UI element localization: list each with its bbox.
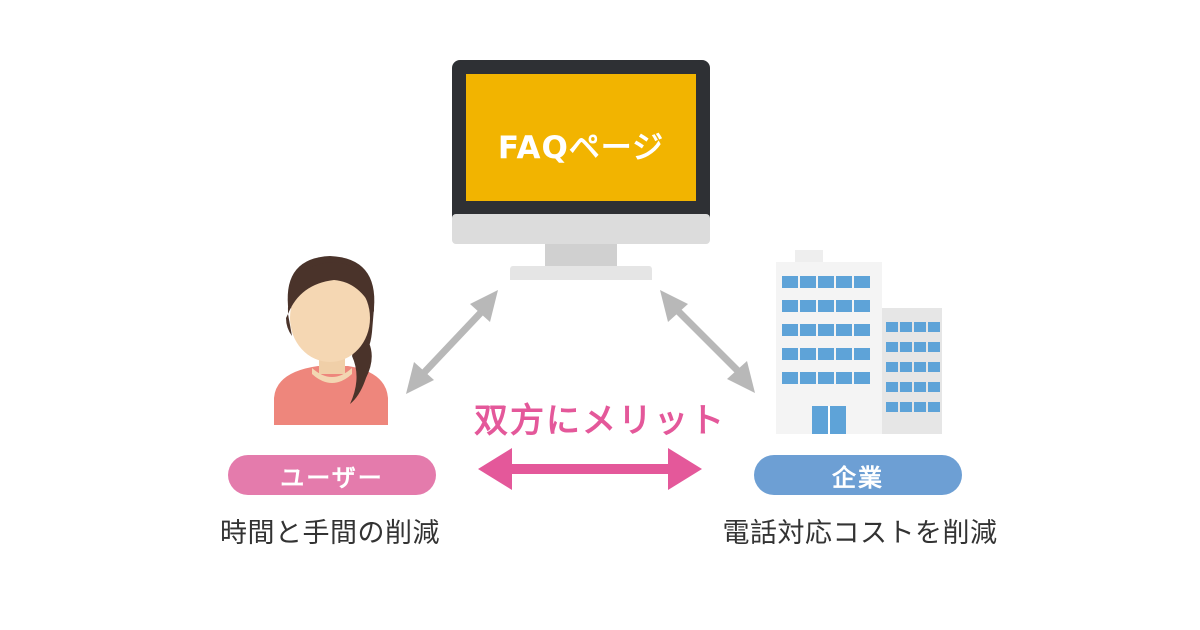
building-window xyxy=(800,276,816,288)
building-window xyxy=(900,362,912,372)
building-window xyxy=(782,300,798,312)
benefit-double-arrow-icon xyxy=(478,448,702,490)
building-window xyxy=(886,402,898,412)
building-window xyxy=(800,324,816,336)
company-monitor-arrow xyxy=(660,290,755,393)
building-window xyxy=(836,348,852,360)
building-window xyxy=(900,402,912,412)
user-badge: ユーザー xyxy=(228,455,436,495)
building-window xyxy=(914,402,926,412)
building-window xyxy=(900,382,912,392)
building-window xyxy=(800,372,816,384)
building-window xyxy=(782,276,798,288)
building-window xyxy=(914,322,926,332)
user-benefit-caption: 時間と手間の削減 xyxy=(220,517,440,549)
building-window xyxy=(836,372,852,384)
building-window xyxy=(800,300,816,312)
building-window xyxy=(886,382,898,392)
building-window xyxy=(928,362,940,372)
building-icon xyxy=(776,250,942,434)
building-window xyxy=(782,324,798,336)
building-window xyxy=(800,348,816,360)
building-window xyxy=(854,324,870,336)
building-window xyxy=(900,342,912,352)
monitor-icon xyxy=(452,60,710,280)
building-window xyxy=(900,322,912,332)
building-window xyxy=(854,372,870,384)
company-benefit-caption: 電話対応コストを削減 xyxy=(722,517,998,549)
building-window xyxy=(854,276,870,288)
faq-page-label: FAQページ xyxy=(497,129,665,166)
building-window xyxy=(886,322,898,332)
building-window xyxy=(782,348,798,360)
company-badge: 企業 xyxy=(754,455,962,495)
building-window xyxy=(928,322,940,332)
building-window xyxy=(928,382,940,392)
building-window xyxy=(836,300,852,312)
person-icon xyxy=(274,256,388,425)
building-window xyxy=(818,324,834,336)
building-window xyxy=(886,362,898,372)
building-window xyxy=(854,300,870,312)
building-window xyxy=(914,342,926,352)
building-window xyxy=(818,372,834,384)
building-window xyxy=(914,382,926,392)
building-window xyxy=(782,372,798,384)
building-window xyxy=(818,300,834,312)
building-window xyxy=(928,342,940,352)
building-window xyxy=(914,362,926,372)
mutual-benefit-heading: 双方にメリット xyxy=(474,400,726,441)
user-monitor-arrow xyxy=(406,290,498,394)
building-window xyxy=(886,342,898,352)
building-window xyxy=(818,276,834,288)
building-window xyxy=(928,402,940,412)
building-window xyxy=(854,348,870,360)
building-window xyxy=(818,348,834,360)
building-window xyxy=(836,276,852,288)
building-window xyxy=(836,324,852,336)
